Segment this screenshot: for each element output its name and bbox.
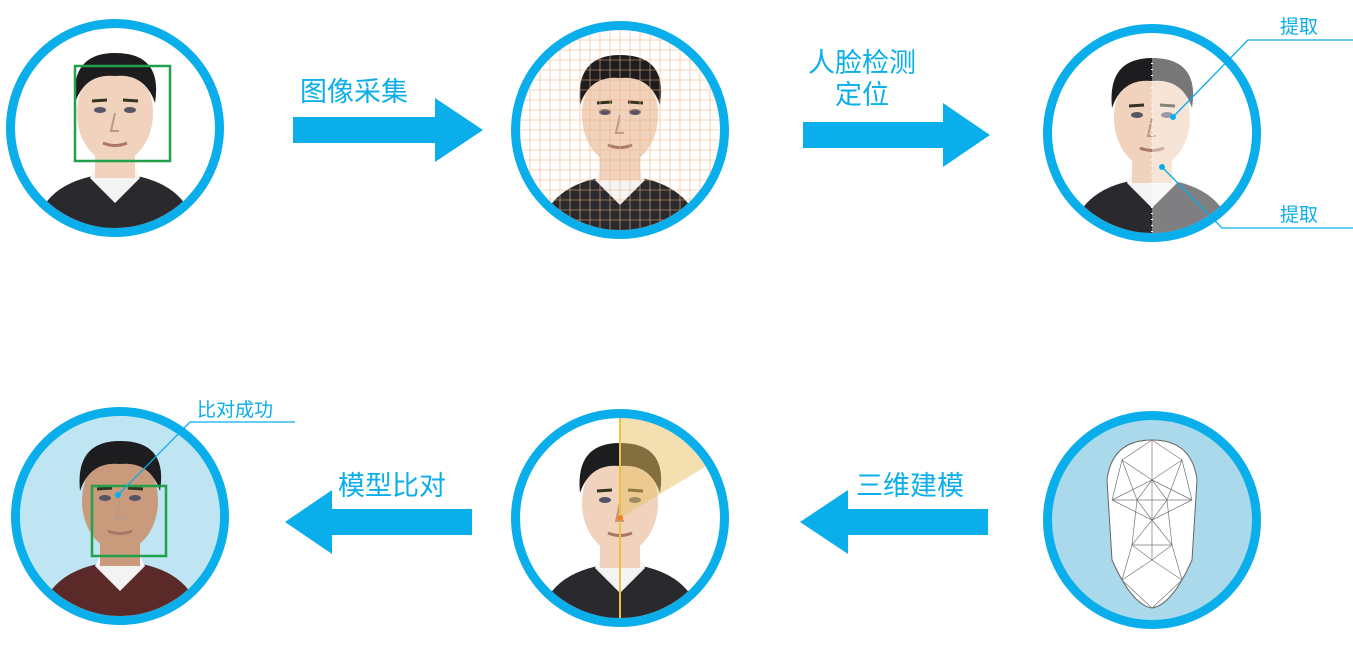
step-label-compare: 模型比对 (338, 471, 446, 502)
feature-extraction-circle (1043, 24, 1261, 242)
arrow-right-icon (803, 103, 990, 167)
image-grid-image (520, 30, 720, 230)
step-label-modeling: 三维建模 (856, 471, 964, 502)
wireframe-mesh-image (1106, 439, 1198, 609)
original-photo-circle (6, 19, 224, 237)
comparison-result-circle (11, 407, 229, 625)
face-box (73, 64, 172, 163)
callout-success: 比对成功 (197, 399, 274, 421)
step-label-capture: 图像采集 (300, 77, 408, 108)
model-compare-image (540, 418, 720, 618)
step-label-detect-line2: 定位 (835, 80, 889, 111)
callout-extract-bottom: 提取 (1280, 204, 1319, 226)
callout-extract-top: 提取 (1280, 16, 1319, 38)
feature-extraction-image (1072, 33, 1252, 233)
face-detection-image (35, 53, 195, 228)
step-label-detect-line1: 人脸检测 (808, 48, 916, 79)
3d-model-circle (1043, 411, 1261, 629)
comparison-success-image (20, 416, 220, 616)
grid-photo-circle (511, 21, 729, 239)
step-label-detect: 人脸检测 定位 (808, 48, 916, 112)
model-compare-circle (511, 409, 729, 627)
